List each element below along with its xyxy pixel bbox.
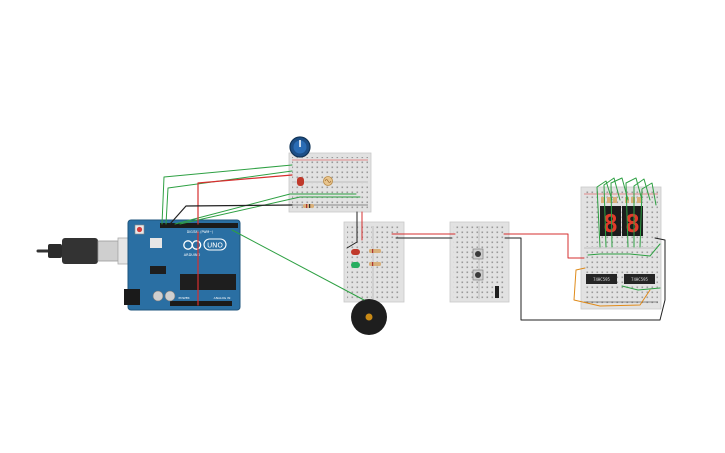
wires[interactable] [161, 164, 666, 321]
resistor-top[interactable] [303, 204, 314, 208]
wire-green[interactable] [161, 164, 293, 225]
wire-red[interactable] [503, 233, 585, 259]
seven-segment-display-right: 8 [622, 206, 643, 238]
led-green[interactable] [351, 262, 360, 268]
usb-cable[interactable] [36, 237, 133, 265]
resistor-led-2[interactable] [369, 262, 381, 266]
resistor-led-1[interactable] [369, 249, 381, 253]
piezo-buzzer[interactable] [351, 299, 387, 335]
digital-header[interactable] [160, 223, 238, 228]
photoresistor[interactable] [323, 176, 333, 186]
led-red[interactable] [351, 249, 360, 255]
wire-black[interactable] [346, 211, 358, 249]
wire-green-bundle[interactable] [603, 177, 621, 248]
wire-black[interactable] [169, 204, 293, 225]
push-button-1[interactable] [472, 248, 484, 260]
wire-green[interactable] [174, 193, 357, 225]
push-button-2[interactable] [472, 269, 484, 281]
wire-green-bundle[interactable] [621, 285, 661, 291]
wire-green[interactable] [231, 229, 365, 301]
power-header[interactable] [170, 301, 232, 306]
capacitor-icon [164, 290, 176, 302]
wire-green[interactable] [165, 170, 293, 225]
breadboard-buttons[interactable] [449, 221, 510, 303]
power-jack[interactable] [124, 289, 140, 305]
board-model-label: UNO [207, 242, 223, 250]
wire-green-bundle[interactable] [610, 177, 629, 248]
analog-pins-label: ANALOG IN [214, 296, 231, 300]
wire-green-bundle[interactable] [587, 243, 661, 257]
arduino-logo-icon [183, 240, 202, 250]
capacitor-icon [152, 290, 164, 302]
wire-red[interactable] [197, 174, 293, 225]
wire-black[interactable] [504, 237, 666, 321]
wire-green-bundle[interactable] [625, 177, 643, 248]
resistor-button[interactable] [495, 286, 499, 298]
power-pins-label: POWER [178, 296, 189, 300]
wire-green-bundle[interactable] [596, 180, 613, 248]
chip-right-label: 74HC595 [631, 277, 648, 282]
wire-green-bundle[interactable] [633, 178, 651, 248]
digit-right: 8 [625, 209, 640, 238]
potentiometer-knob[interactable] [289, 136, 311, 158]
wire-green[interactable] [179, 196, 361, 225]
chip-left-label: 74HC595 [593, 277, 610, 282]
led-red-top[interactable] [297, 177, 304, 186]
digit-left: 8 [603, 209, 618, 238]
digital-pins-label: DIGITAL (PWM~) [187, 230, 213, 234]
atmega-chip [180, 274, 236, 290]
decoder-chip-left[interactable]: 74HC595 [586, 274, 617, 284]
wire-orange[interactable] [573, 267, 651, 307]
wire-green-bundle[interactable] [639, 182, 657, 248]
arduino-logo-text: ARDUINO [184, 253, 201, 257]
decoder-chip-right[interactable]: 74HC595 [624, 274, 655, 284]
arduino-uno-board[interactable]: UNO ARDUINO DIGITAL (PWM~) POWER ANALOG … [124, 219, 241, 311]
seven-segment-display-left: 8 [600, 206, 621, 238]
